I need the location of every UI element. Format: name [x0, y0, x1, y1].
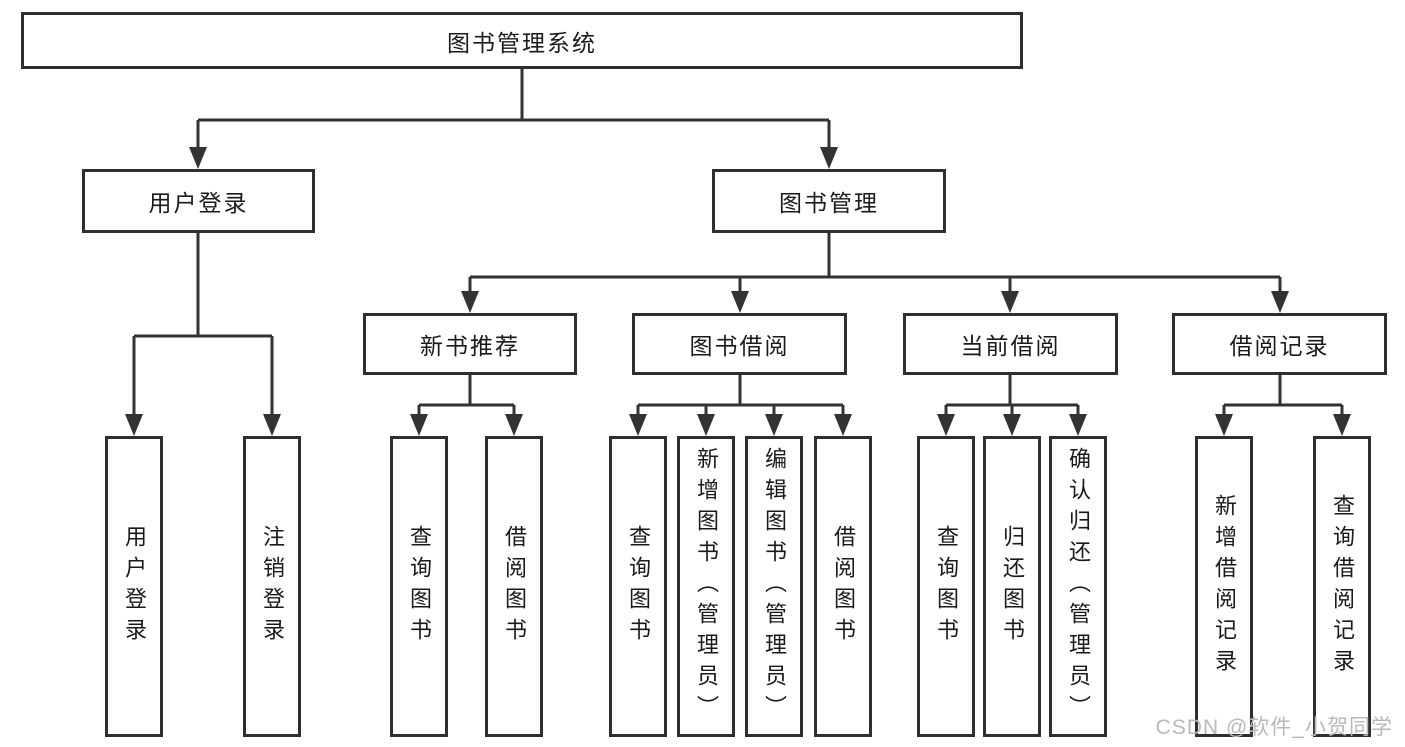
- arrowhead: [505, 414, 523, 436]
- node-label: 新增图书（管理员）: [694, 447, 719, 726]
- connector-book-borrow-to-leaves: [636, 375, 845, 418]
- node-query-books-recommend: 查询图书: [390, 436, 448, 737]
- connector-current-borrow-to-leaves: [944, 375, 1080, 418]
- node-label: 当前借阅: [960, 333, 1061, 359]
- arrowhead: [1001, 291, 1019, 313]
- arrowhead: [1215, 414, 1233, 436]
- arrowhead: [125, 414, 143, 436]
- arrowhead: [820, 147, 838, 169]
- node-label: 图书借阅: [689, 333, 790, 359]
- node-user-login-leaf: 用户登录: [105, 436, 163, 737]
- node-label: 查询图书: [407, 524, 432, 649]
- node-label: 图书管理: [779, 190, 879, 216]
- node-label: 新书推荐: [420, 333, 520, 359]
- arrowhead: [834, 414, 852, 436]
- node-user-login: 用户登录: [82, 169, 315, 233]
- node-label: 注销登录: [260, 524, 285, 649]
- arrowhead: [1271, 291, 1289, 313]
- node-label: 图书管理系统: [447, 29, 597, 56]
- connector-root-to-level2: [196, 69, 831, 151]
- csdn-watermark: CSDN @软件_小贺同学: [1155, 716, 1393, 739]
- node-label: 借阅记录: [1229, 333, 1330, 359]
- arrowhead: [1069, 414, 1087, 436]
- arrowhead: [410, 414, 428, 436]
- node-add-borrow-record: 新增借阅记录: [1195, 436, 1253, 737]
- node-label: 用户登录: [122, 524, 147, 649]
- arrowhead: [1003, 414, 1021, 436]
- arrowhead: [189, 147, 207, 169]
- connector-book-management-to-level3: [468, 233, 1282, 295]
- node-logout: 注销登录: [243, 436, 301, 737]
- node-confirm-return-admin: 确认归还（管理员）: [1049, 436, 1107, 737]
- node-borrow-records: 借阅记录: [1172, 313, 1387, 375]
- node-query-borrow-record: 查询借阅记录: [1313, 436, 1371, 737]
- node-label: 用户登录: [148, 190, 249, 216]
- node-label: 查询图书: [934, 524, 959, 649]
- node-label: 查询借阅记录: [1330, 493, 1355, 680]
- arrowhead: [1333, 414, 1351, 436]
- node-book-management-system: 图书管理系统: [21, 12, 1023, 69]
- node-label: 借阅图书: [502, 524, 527, 649]
- node-edit-book-admin: 编辑图书（管理员）: [745, 436, 803, 737]
- node-label: 归还图书: [1000, 524, 1025, 649]
- arrowhead: [697, 414, 715, 436]
- node-book-management: 图书管理: [712, 169, 946, 233]
- arrowhead: [263, 414, 281, 436]
- connector-borrow-records-to-leaves: [1222, 375, 1344, 418]
- node-query-books-borrow: 查询图书: [609, 436, 667, 737]
- node-book-borrow: 图书借阅: [632, 313, 847, 375]
- node-current-borrow: 当前借阅: [903, 313, 1118, 375]
- node-new-book-recommend: 新书推荐: [363, 313, 577, 375]
- arrowhead: [731, 291, 749, 313]
- node-label: 借阅图书: [831, 524, 856, 649]
- node-return-book: 归还图书: [983, 436, 1041, 737]
- arrowhead: [765, 414, 783, 436]
- node-label: 编辑图书（管理员）: [762, 447, 787, 726]
- node-borrow-books-recommend: 借阅图书: [485, 436, 543, 737]
- node-borrow-books-leaf: 借阅图书: [814, 436, 872, 737]
- node-query-books-current: 查询图书: [917, 436, 975, 737]
- node-add-book-admin: 新增图书（管理员）: [677, 436, 735, 737]
- arrowhead: [629, 414, 647, 436]
- connector-new-book-recommend-to-leaves: [417, 375, 516, 418]
- arrowhead: [937, 414, 955, 436]
- node-label: 确认归还（管理员）: [1066, 447, 1091, 726]
- node-label: 查询图书: [626, 524, 651, 649]
- arrowhead: [461, 291, 479, 313]
- node-label: 新增借阅记录: [1212, 493, 1237, 680]
- connector-user-login-to-leaves: [132, 233, 274, 418]
